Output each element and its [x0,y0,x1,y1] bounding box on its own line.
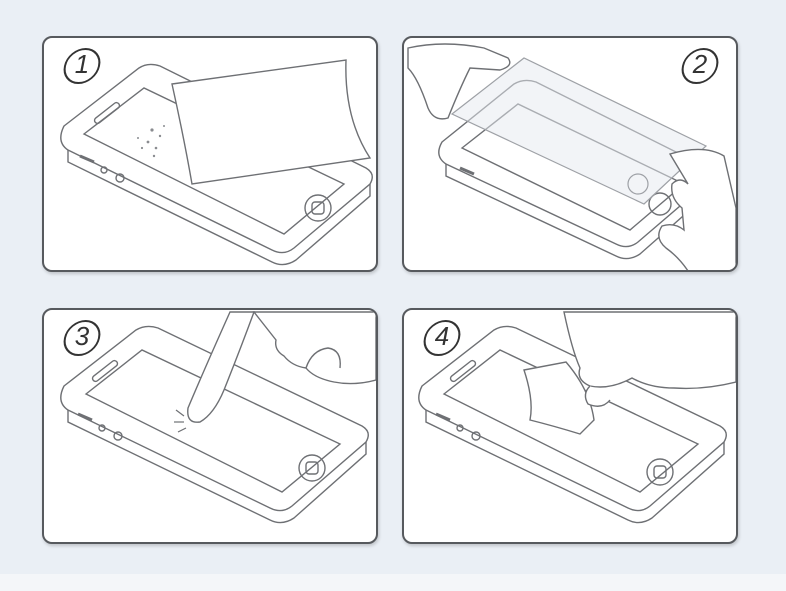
cloth-in-hand [523,361,595,435]
phone-illustration [418,311,736,524]
step-panel-1: 1 [42,36,378,272]
dust-specks [137,125,165,158]
cleaning-cloth [171,59,372,185]
phone-illustration [60,311,376,524]
phone-illustration [60,59,373,266]
hand-left [407,43,511,120]
phone-illustration [407,43,736,270]
step-number-badge: 4 [420,318,464,358]
footer-strip [0,574,786,591]
pressing-hand [187,311,376,423]
step-number-badge: 3 [60,318,104,358]
wiping-hand [563,311,736,407]
step-panel-3: 3 [42,308,378,544]
screen-protector [450,57,708,205]
press-marks [174,409,187,433]
step-panel-4: 4 [402,308,738,544]
hand-right [658,148,736,270]
step-number-badge: 1 [60,46,104,86]
step-panel-2: 2 [402,36,738,272]
step-number-badge: 2 [678,46,722,86]
